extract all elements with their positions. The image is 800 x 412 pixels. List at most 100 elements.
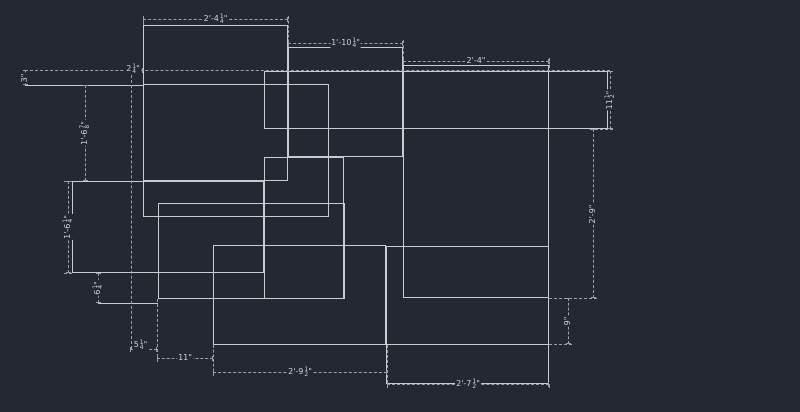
rect-center-tall[interactable]: [264, 157, 344, 299]
dim-label: 2'-9": [588, 203, 597, 224]
extension-line[interactable]: [213, 345, 214, 376]
inch-mark: ": [20, 73, 29, 77]
dim-tick: [403, 59, 404, 64]
extension-line[interactable]: [549, 344, 572, 345]
dim-label-main: 11: [605, 99, 614, 110]
dim-tick: [142, 68, 143, 73]
dim-label-main: 9: [563, 320, 572, 326]
dim-tick: [402, 41, 403, 46]
dim-label-main: 2'-7: [456, 379, 472, 388]
inch-mark: ": [476, 379, 480, 388]
dim-height-2ft9[interactable]: 2'-9": [588, 129, 597, 298]
extension-line[interactable]: [549, 298, 597, 299]
extension-line[interactable]: [549, 58, 550, 68]
rect-mid[interactable]: [143, 84, 329, 217]
inch-mark: ": [136, 64, 140, 73]
dim-height-3[interactable]: 3": [20, 70, 29, 85]
dim-label-main: 2'-9: [588, 207, 597, 223]
dim-label-main: 2'-4: [203, 14, 219, 23]
dim-label-main: 1'-10: [331, 38, 352, 47]
extension-line[interactable]: [131, 70, 132, 349]
edge-bottom-right[interactable]: [386, 344, 549, 345]
dim-tick: [608, 128, 613, 129]
inch-mark: ": [63, 215, 72, 219]
dim-tick: [608, 71, 613, 72]
extension-line[interactable]: [590, 129, 613, 130]
dim-label: 2'-4": [465, 56, 487, 65]
dim-tick: [566, 298, 571, 299]
inch-mark: ": [588, 204, 597, 208]
dim-label-main: 6: [93, 289, 102, 295]
dim-tick: [96, 273, 101, 274]
extension-line[interactable]: [403, 40, 404, 65]
dim-width-11[interactable]: 11": [157, 353, 213, 362]
dim-label-main: 2'-9: [288, 367, 304, 376]
dim-tick: [157, 356, 158, 361]
dim-label-main: 2: [126, 64, 132, 73]
inch-mark: ": [93, 281, 102, 285]
dim-tick: [212, 356, 213, 361]
rect-bottom-right[interactable]: [386, 246, 549, 384]
rect-center[interactable]: [158, 203, 345, 299]
dim-tick: [23, 70, 28, 71]
dim-height-9[interactable]: 9": [563, 298, 572, 344]
dim-label: 3": [20, 72, 29, 83]
dim-tick: [23, 84, 28, 85]
dim-tick: [66, 272, 71, 273]
extension-line[interactable]: [25, 70, 610, 71]
dim-width-2ft4[interactable]: 2'-4": [403, 56, 549, 65]
edge-lower-left[interactable]: [98, 303, 158, 304]
extension-line[interactable]: [387, 345, 388, 388]
extension-line[interactable]: [288, 16, 289, 47]
dim-tick: [591, 297, 596, 298]
dim-tick: [83, 85, 88, 86]
dim-label-main: 1'-6: [80, 129, 89, 145]
rect-bottom-mid[interactable]: [213, 245, 386, 345]
extension-line[interactable]: [64, 273, 72, 274]
dim-tick: [156, 347, 157, 352]
dim-tick: [96, 302, 101, 303]
inch-mark: ": [563, 316, 572, 321]
dim-label-main: 11: [178, 353, 189, 362]
inch-mark: ": [143, 340, 148, 349]
dim-label-main: 5: [133, 340, 139, 349]
dim-tick: [83, 180, 88, 181]
inch-mark: ": [605, 90, 614, 95]
rect-right-tall[interactable]: [403, 65, 549, 298]
dim-tick: [387, 382, 388, 387]
dim-tick: [130, 347, 131, 352]
dim-tick: [287, 17, 288, 22]
extension-line[interactable]: [157, 299, 158, 362]
extension-line[interactable]: [549, 384, 550, 388]
inch-mark: ": [481, 56, 486, 65]
dim-label-main: 2'-4: [466, 56, 482, 65]
